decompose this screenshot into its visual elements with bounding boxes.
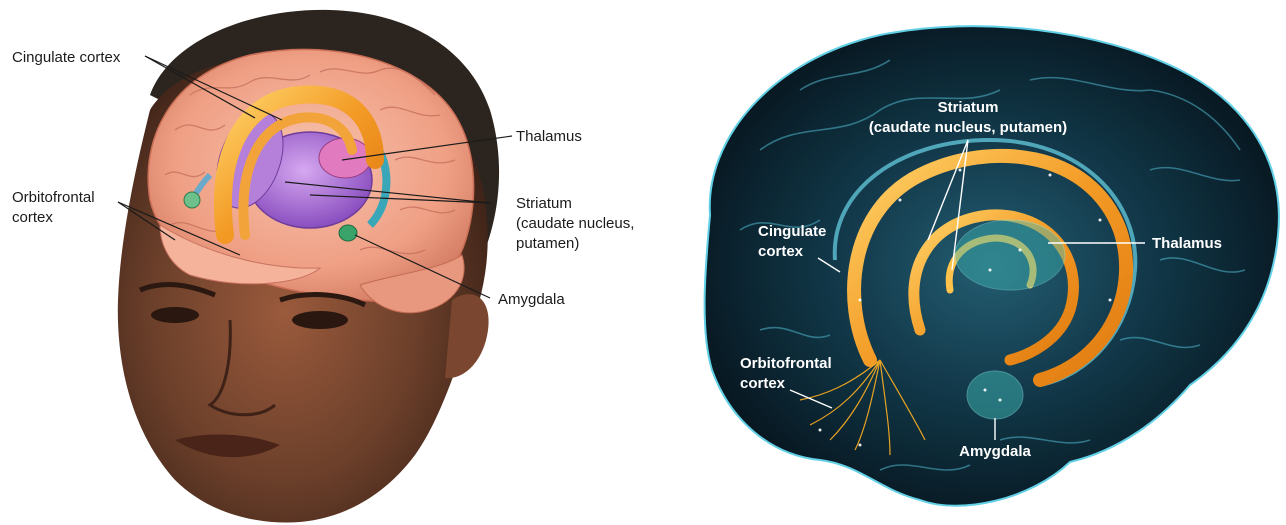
- left-head-illustration: [118, 10, 499, 523]
- label-striatum-right: Striatum: [938, 99, 999, 116]
- label-orbitofrontal-cortex-right: cortex: [740, 375, 786, 392]
- label-striatum: Striatum: [516, 195, 572, 212]
- eye: [151, 307, 199, 323]
- label-orbitofrontal: Orbitofrontal: [12, 189, 95, 206]
- eye: [292, 311, 348, 329]
- ear: [445, 294, 489, 378]
- label-striatum-detail-right: (caudate nucleus, putamen): [869, 119, 1067, 136]
- amygdala-glow: [967, 371, 1023, 419]
- amygdala-shape: [339, 225, 357, 241]
- label-amygdala: Amygdala: [498, 291, 565, 308]
- label-thalamus-right: Thalamus: [1152, 235, 1222, 252]
- thalamus-glow: [955, 220, 1065, 290]
- label-orbitofrontal-right: Orbitofrontal: [740, 355, 832, 372]
- label-striatum-detail: (caudate nucleus,: [516, 215, 634, 232]
- label-amygdala-right: Amygdala: [959, 443, 1031, 460]
- label-cingulate-right: Cingulate: [758, 223, 826, 240]
- label-cingulate-cortex-right: cortex: [758, 243, 804, 260]
- label-orbitofrontal-cortex: cortex: [12, 209, 53, 226]
- label-cingulate-cortex: Cingulate cortex: [12, 49, 121, 66]
- thalamus-shape: [319, 138, 371, 178]
- label-thalamus: Thalamus: [516, 128, 582, 145]
- label-striatum-detail-2: putamen): [516, 235, 579, 252]
